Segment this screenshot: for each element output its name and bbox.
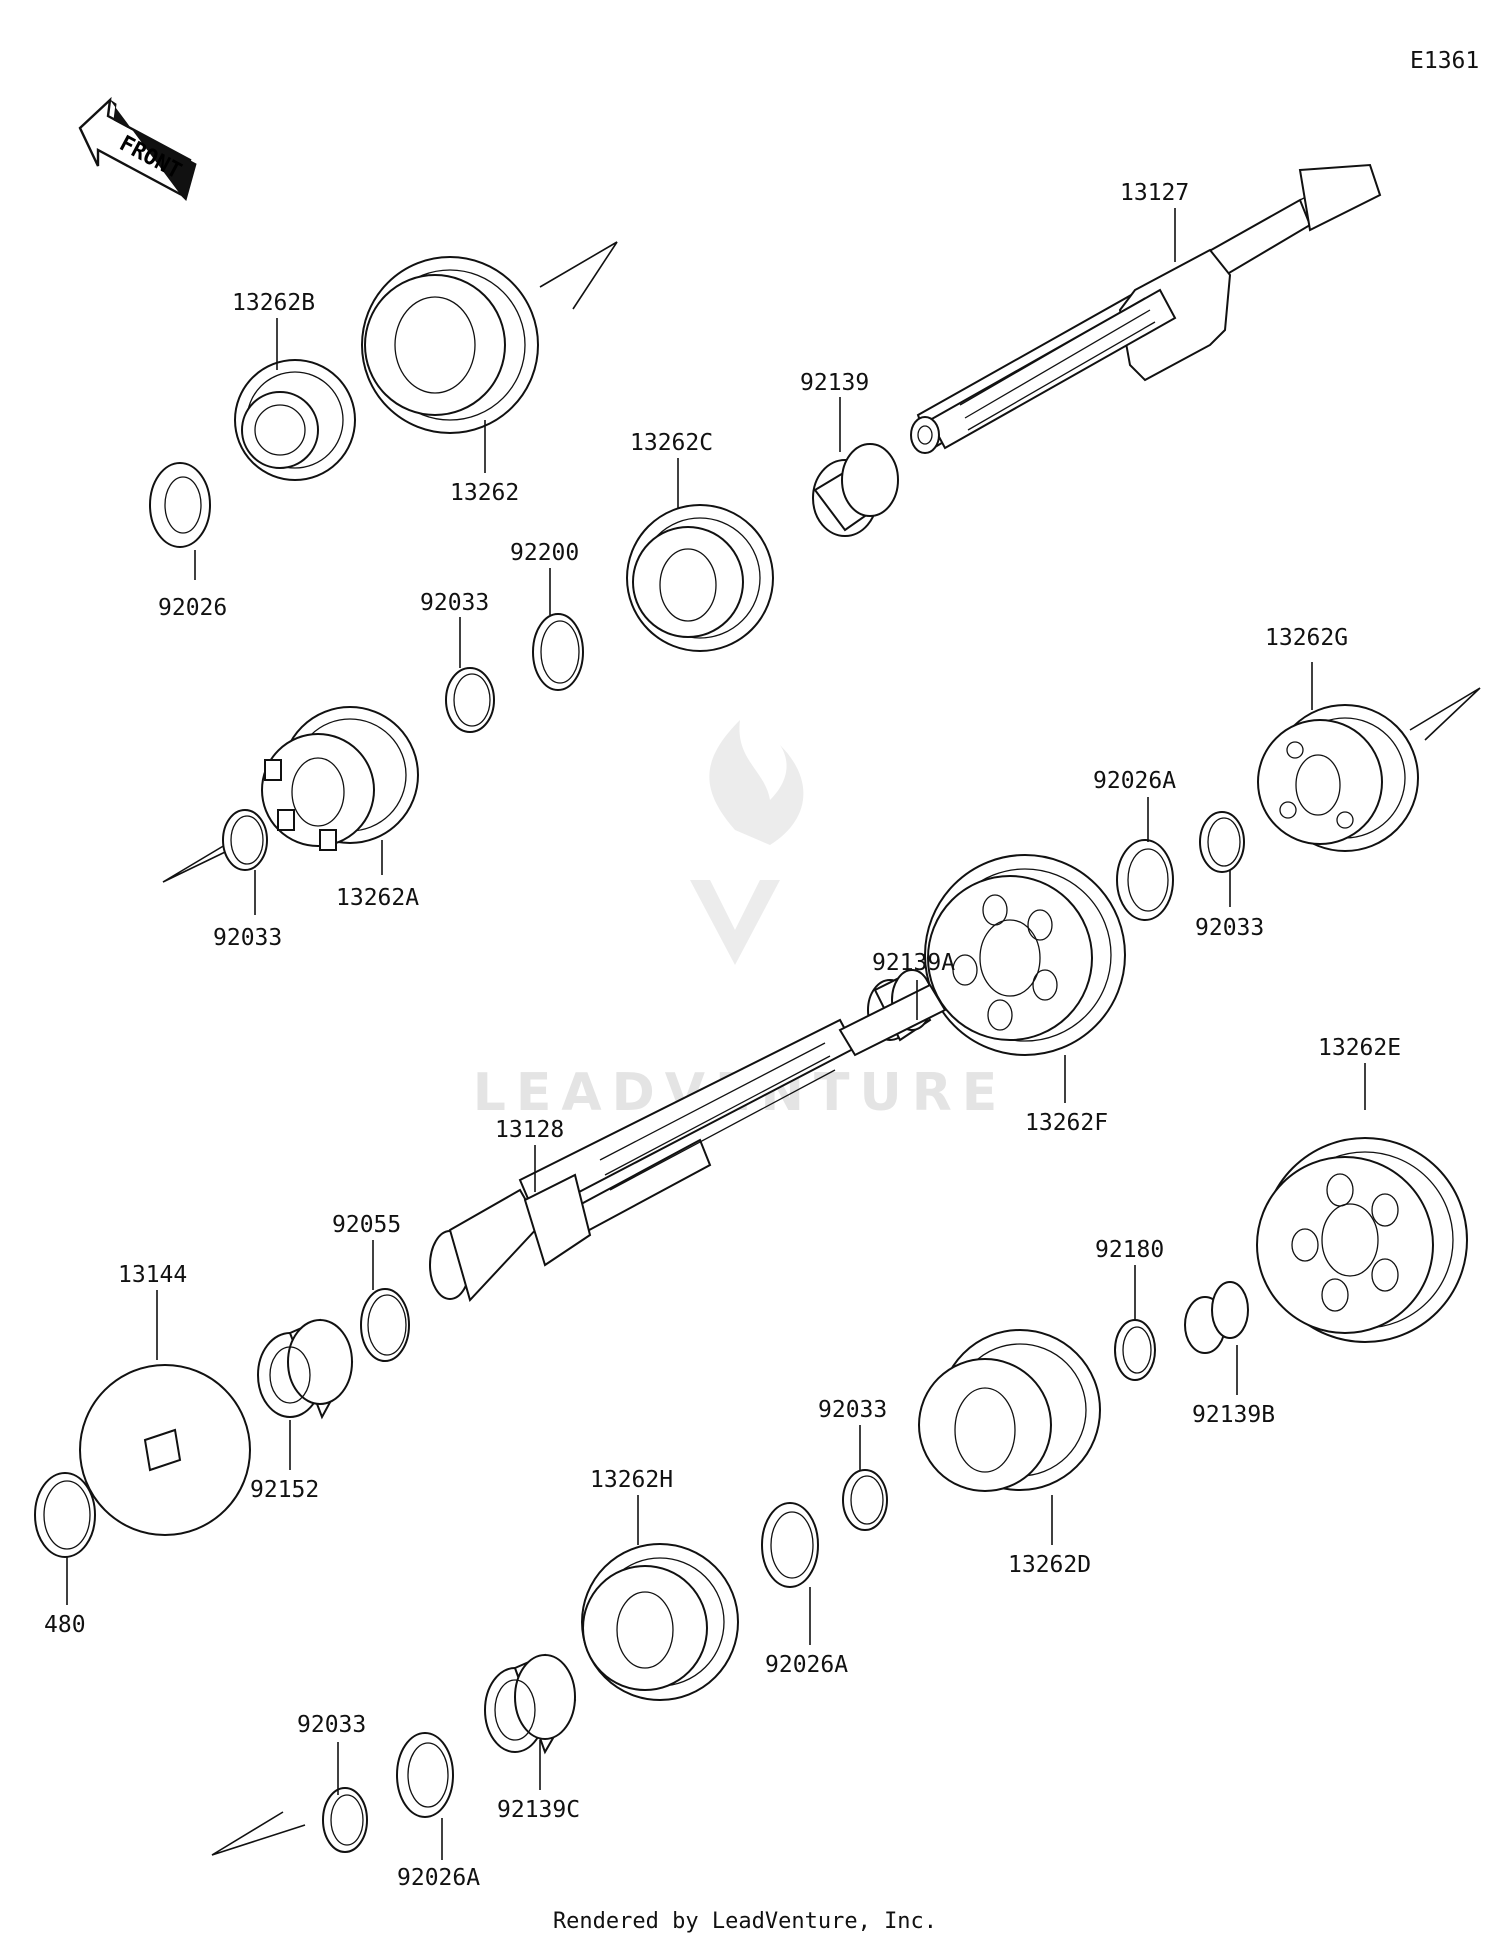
label-92055[interactable]: 92055 — [332, 1212, 401, 1238]
gear-13262B — [234, 359, 356, 481]
label-92026A-2[interactable]: 92026A — [765, 1652, 848, 1678]
footer-credit: Rendered by LeadVenture, Inc. — [553, 1909, 937, 1934]
label-92152[interactable]: 92152 — [250, 1477, 319, 1503]
watermark: LEADVENTURE — [473, 720, 997, 1123]
washer-92026A-1 — [1116, 839, 1174, 921]
label-13262D[interactable]: 13262D — [1008, 1552, 1091, 1578]
gear-13262D — [918, 1329, 1101, 1492]
ring-92200 — [532, 613, 584, 691]
shaft-13128 — [429, 983, 947, 1302]
label-13262C[interactable]: 13262C — [630, 430, 713, 456]
circlip-92033-d — [842, 1469, 888, 1531]
label-13262F[interactable]: 13262F — [1025, 1110, 1108, 1136]
label-92033-d[interactable]: 92033 — [818, 1397, 887, 1423]
washer-92026 — [149, 462, 211, 548]
label-13127[interactable]: 13127 — [1120, 180, 1189, 206]
sprocket-13144 — [79, 1364, 251, 1536]
leader-lines — [66, 208, 1366, 1860]
label-92033-b[interactable]: 92033 — [1195, 915, 1264, 941]
direction-markers — [162, 241, 1481, 1856]
label-92026A-3[interactable]: 92026A — [397, 1865, 480, 1891]
circlip-92033-b — [222, 809, 268, 871]
label-92139C[interactable]: 92139C — [497, 1797, 580, 1823]
circlip-92033-c — [1199, 811, 1245, 873]
label-13262[interactable]: 13262 — [450, 480, 519, 506]
front-arrow-icon: FRONT — [78, 96, 197, 201]
ring-92180 — [1114, 1319, 1156, 1381]
label-480[interactable]: 480 — [44, 1612, 86, 1638]
gear-13262A — [261, 706, 419, 851]
label-92026A-1[interactable]: 92026A — [1093, 768, 1176, 794]
circlip-480 — [34, 1472, 96, 1558]
gear-13262F — [924, 854, 1126, 1056]
label-13262G[interactable]: 13262G — [1265, 625, 1348, 651]
circlip-92033-e — [322, 1787, 368, 1853]
label-13262B[interactable]: 13262B — [232, 290, 315, 316]
label-92180[interactable]: 92180 — [1095, 1237, 1164, 1263]
label-13262E[interactable]: 13262E — [1318, 1035, 1401, 1061]
gear-13262 — [361, 256, 539, 434]
gear-13262E — [1256, 1137, 1468, 1343]
bushing-92139 — [812, 443, 899, 537]
label-92033-e[interactable]: 92033 — [297, 1712, 366, 1738]
part-labels: 13127 13262B 13262 92139 13262C 92026 92… — [44, 180, 1401, 1891]
washer-92026A-3 — [396, 1732, 454, 1818]
label-13144[interactable]: 13144 — [118, 1262, 187, 1288]
label-13128[interactable]: 13128 — [495, 1117, 564, 1143]
diagram-code: E1361 — [1410, 48, 1479, 74]
washer-92026A-2 — [761, 1502, 819, 1588]
label-92139B[interactable]: 92139B — [1192, 1402, 1275, 1428]
label-13262A[interactable]: 13262A — [336, 885, 419, 911]
label-92026[interactable]: 92026 — [158, 595, 227, 621]
label-92139[interactable]: 92139 — [800, 370, 869, 396]
circlip-92033-a — [445, 667, 495, 733]
label-13262H[interactable]: 13262H — [590, 1467, 673, 1493]
label-92200[interactable]: 92200 — [510, 540, 579, 566]
bushing-92139B — [1184, 1281, 1249, 1354]
gear-13262G — [1257, 704, 1419, 852]
gear-13262C — [626, 504, 774, 652]
label-92139A[interactable]: 92139A — [872, 950, 955, 976]
collar-92152 — [257, 1318, 354, 1420]
label-92033-c[interactable]: 92033 — [213, 925, 282, 951]
shaft-13127 — [910, 163, 1382, 454]
gear-13262H — [581, 1543, 739, 1701]
bearing-92139C — [484, 1653, 577, 1755]
ring-92055 — [360, 1288, 410, 1362]
label-92033-a[interactable]: 92033 — [420, 590, 489, 616]
